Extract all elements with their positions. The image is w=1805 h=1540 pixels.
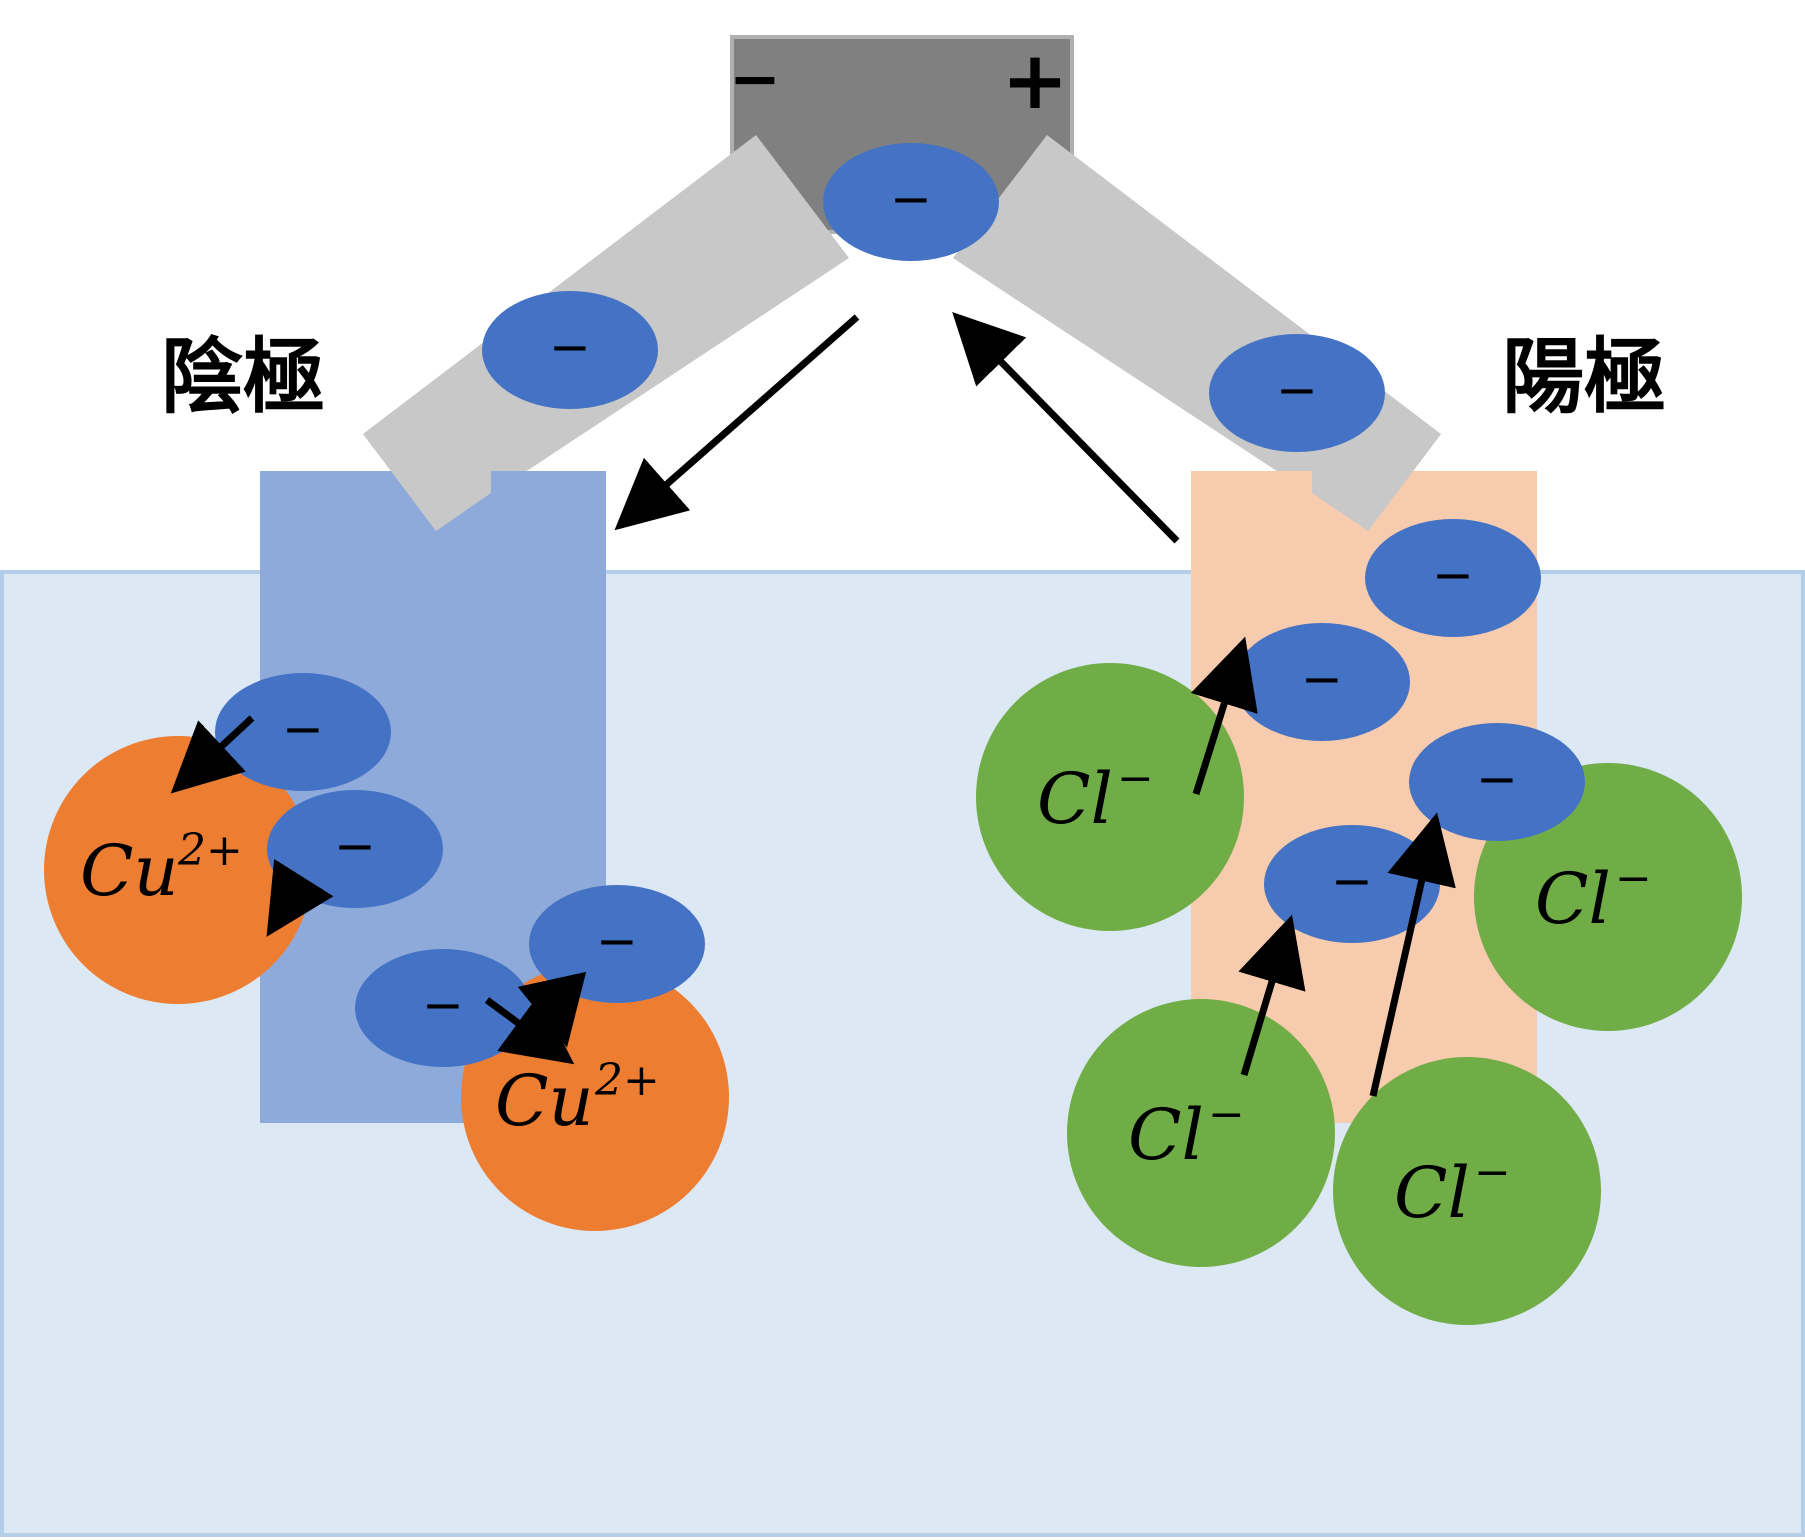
- svg-text:−: −: [422, 976, 464, 1034]
- anode-label: 陽極: [1502, 330, 1666, 425]
- electron: −: [823, 143, 999, 261]
- svg-text:−: −: [596, 912, 638, 970]
- svg-text:−: −: [1474, 1147, 1511, 1198]
- arrow: [1190, 636, 1258, 796]
- electron-flow-arrows: [170, 312, 1456, 1097]
- svg-text:Cl: Cl: [1037, 758, 1113, 840]
- svg-text:Cl: Cl: [1394, 1152, 1470, 1234]
- svg-text:Cu: Cu: [80, 830, 179, 912]
- svg-text:−: −: [282, 700, 324, 758]
- svg-text:−: −: [1476, 750, 1518, 808]
- arrow: [952, 312, 1180, 544]
- electron: −: [355, 949, 531, 1067]
- svg-text:2+: 2+: [177, 825, 243, 876]
- svg-text:Cl: Cl: [1535, 858, 1611, 940]
- battery-negative-sign: −: [729, 42, 781, 115]
- svg-text:−: −: [1208, 1089, 1245, 1140]
- chloride-ion: Cl −: [1333, 1057, 1601, 1325]
- svg-text:−: −: [1117, 753, 1154, 804]
- electron: −: [1409, 723, 1585, 841]
- electron: −: [1365, 519, 1541, 637]
- chloride-ion: Cl −: [976, 663, 1244, 931]
- svg-text:Cl: Cl: [1128, 1094, 1204, 1176]
- svg-text:2+: 2+: [594, 1055, 660, 1106]
- cathode-wire-tip: [363, 434, 491, 531]
- arrow: [170, 715, 255, 794]
- battery-positive-sign: +: [1001, 34, 1068, 127]
- arrow: [517, 971, 587, 1048]
- arrow: [1369, 812, 1456, 1097]
- chloride-ion: Cl −: [1067, 999, 1335, 1267]
- svg-text:−: −: [1301, 650, 1343, 708]
- svg-text:Cu: Cu: [495, 1060, 594, 1142]
- svg-text:−: −: [890, 170, 932, 228]
- electron: −: [1234, 623, 1410, 741]
- svg-text:−: −: [1432, 546, 1474, 604]
- arrow: [1238, 914, 1306, 1077]
- arrow: [266, 858, 334, 937]
- electron: −: [1209, 334, 1385, 452]
- svg-text:−: −: [1615, 853, 1652, 904]
- copper-ion: Cu 2+: [44, 736, 312, 1004]
- svg-text:−: −: [1276, 361, 1318, 419]
- anode-wire-tip: [1312, 434, 1441, 531]
- electron: −: [482, 291, 658, 409]
- svg-text:−: −: [1331, 852, 1373, 910]
- electron: −: [215, 673, 391, 791]
- svg-text:−: −: [334, 817, 376, 875]
- cathode-label: 陰極: [161, 330, 325, 425]
- arrow: [614, 314, 860, 531]
- svg-text:−: −: [549, 318, 591, 376]
